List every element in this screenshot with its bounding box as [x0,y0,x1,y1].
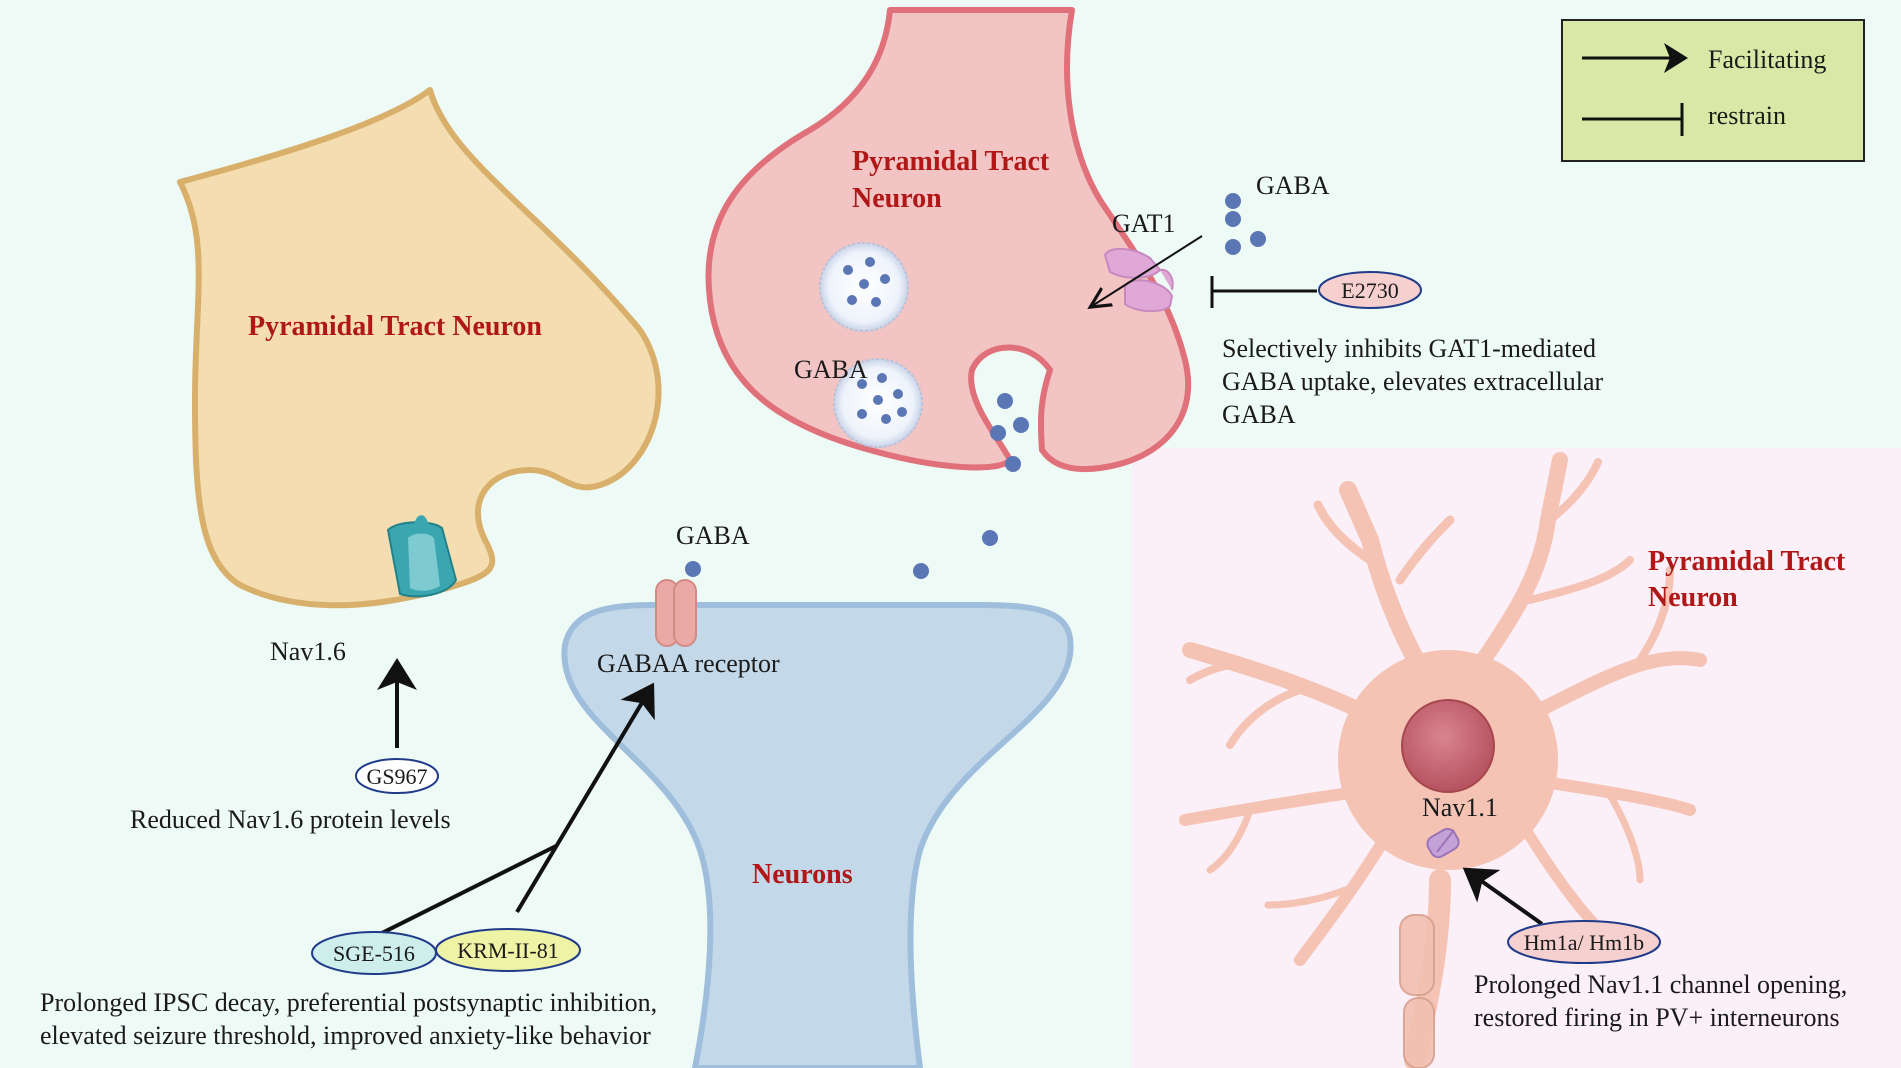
gaba-dot [982,530,998,546]
legend-box [1561,19,1865,162]
hm1-label: Hm1a/ Hm1b [1524,930,1644,955]
gabaa-gaba-label: GABA [676,521,750,550]
sge516-tag: SGE-516 [311,931,437,975]
top-neuron-title-2: Neuron [852,183,942,214]
interneuron-title-1: Pyramidal Tract [1648,546,1846,577]
interneuron-nucleus [1401,699,1495,793]
interneuron-title-2: Neuron [1648,582,1738,613]
gaba-dot [1225,193,1241,209]
gaba-reuptake-arrow [1092,235,1203,306]
gs967-tag: GS967 [355,758,439,794]
nav11-label: Nav1.1 [1422,793,1498,822]
postsynaptic-neuron-title: Neurons [752,859,853,890]
postsynaptic-neuron-body [561,601,1074,1068]
gaba-dot [1250,231,1266,247]
gaba-dot [990,425,1006,441]
synaptic-vesicle-lower [833,358,923,448]
gabaa-receptor-icon [655,579,697,647]
gaba-dot [1013,417,1029,433]
legend: Facilitating restrain [1561,19,1865,162]
top-neuron-title-1: Pyramidal Tract [852,146,1050,177]
left-pyramidal-neuron: Pyramidal Tract Neuron Nav1.6 GS967 Redu… [130,87,662,834]
hm1-ellipse [1507,920,1661,964]
hm1-effect-2: restored firing in PV+ interneurons [1474,1003,1840,1032]
gaba-dot [685,561,701,577]
e2730-tag: E2730 [1318,271,1422,309]
gat1-label: GAT1 [1112,209,1176,238]
legend-facilitating: Facilitating [1708,45,1826,74]
gaba-dot [1005,456,1021,472]
hm1-tag: Hm1a/ Hm1b [1507,920,1661,964]
hm1-facilitating-arrow [1462,867,1544,926]
gabaa-effect-1: Prolonged IPSC decay, preferential posts… [40,988,657,1017]
interneuron: Pyramidal Tract Neuron Nav1.1 Hm1a/ Hm1b… [1179,452,1847,1068]
left-neuron-title: Pyramidal Tract Neuron [248,311,542,342]
nav16-label: Nav1.6 [270,637,346,666]
nav11-channel-icon [1426,827,1460,859]
top-pyramidal-neuron: Pyramidal Tract Neuron GABA [705,7,1604,579]
gabaa-effect-2: elevated seizure threshold, improved anx… [40,1021,651,1050]
e2730-effect-2: GABA uptake, elevates extracellular [1222,367,1604,396]
gs967-label: GS967 [366,764,427,789]
e2730-label: E2730 [1341,278,1398,303]
e2730-effect-1: Selectively inhibits GAT1-mediated [1222,334,1596,363]
vesicle-gaba-label: GABA [794,355,868,384]
nav16-channel-icon [386,515,458,598]
left-neuron-body [177,87,662,609]
axon-segment [1399,914,1435,996]
krm-label: KRM-II-81 [457,938,558,963]
krm-ellipse [435,928,581,972]
sge516-label: SGE-516 [333,941,415,966]
e2730-ellipse [1318,271,1422,309]
gabaa-receptor-label: GABAA receptor [597,649,780,678]
gs967-ellipse [355,758,439,794]
gaba-dot [1225,239,1241,255]
gs967-effect: Reduced Nav1.6 protein levels [130,805,451,834]
hm1-effect-1: Prolonged Nav1.1 channel opening, [1474,970,1847,999]
synaptic-vesicle-upper [819,242,909,332]
axon-segment [1403,997,1435,1068]
extracellular-gaba-label: GABA [1256,171,1330,200]
gaba-dot [1225,211,1241,227]
gaba-dot [997,393,1013,409]
legend-restrain: restrain [1708,101,1786,130]
e2730-effect-3: GABA [1222,400,1296,429]
postsynaptic-neuron: Neurons GABA GABAA receptor SGE-516 KRM-… [40,521,1074,1068]
gaba-dot [913,563,929,579]
krm-tag: KRM-II-81 [435,928,581,972]
sge516-arrow [379,844,557,936]
krm-arrow [515,682,655,914]
